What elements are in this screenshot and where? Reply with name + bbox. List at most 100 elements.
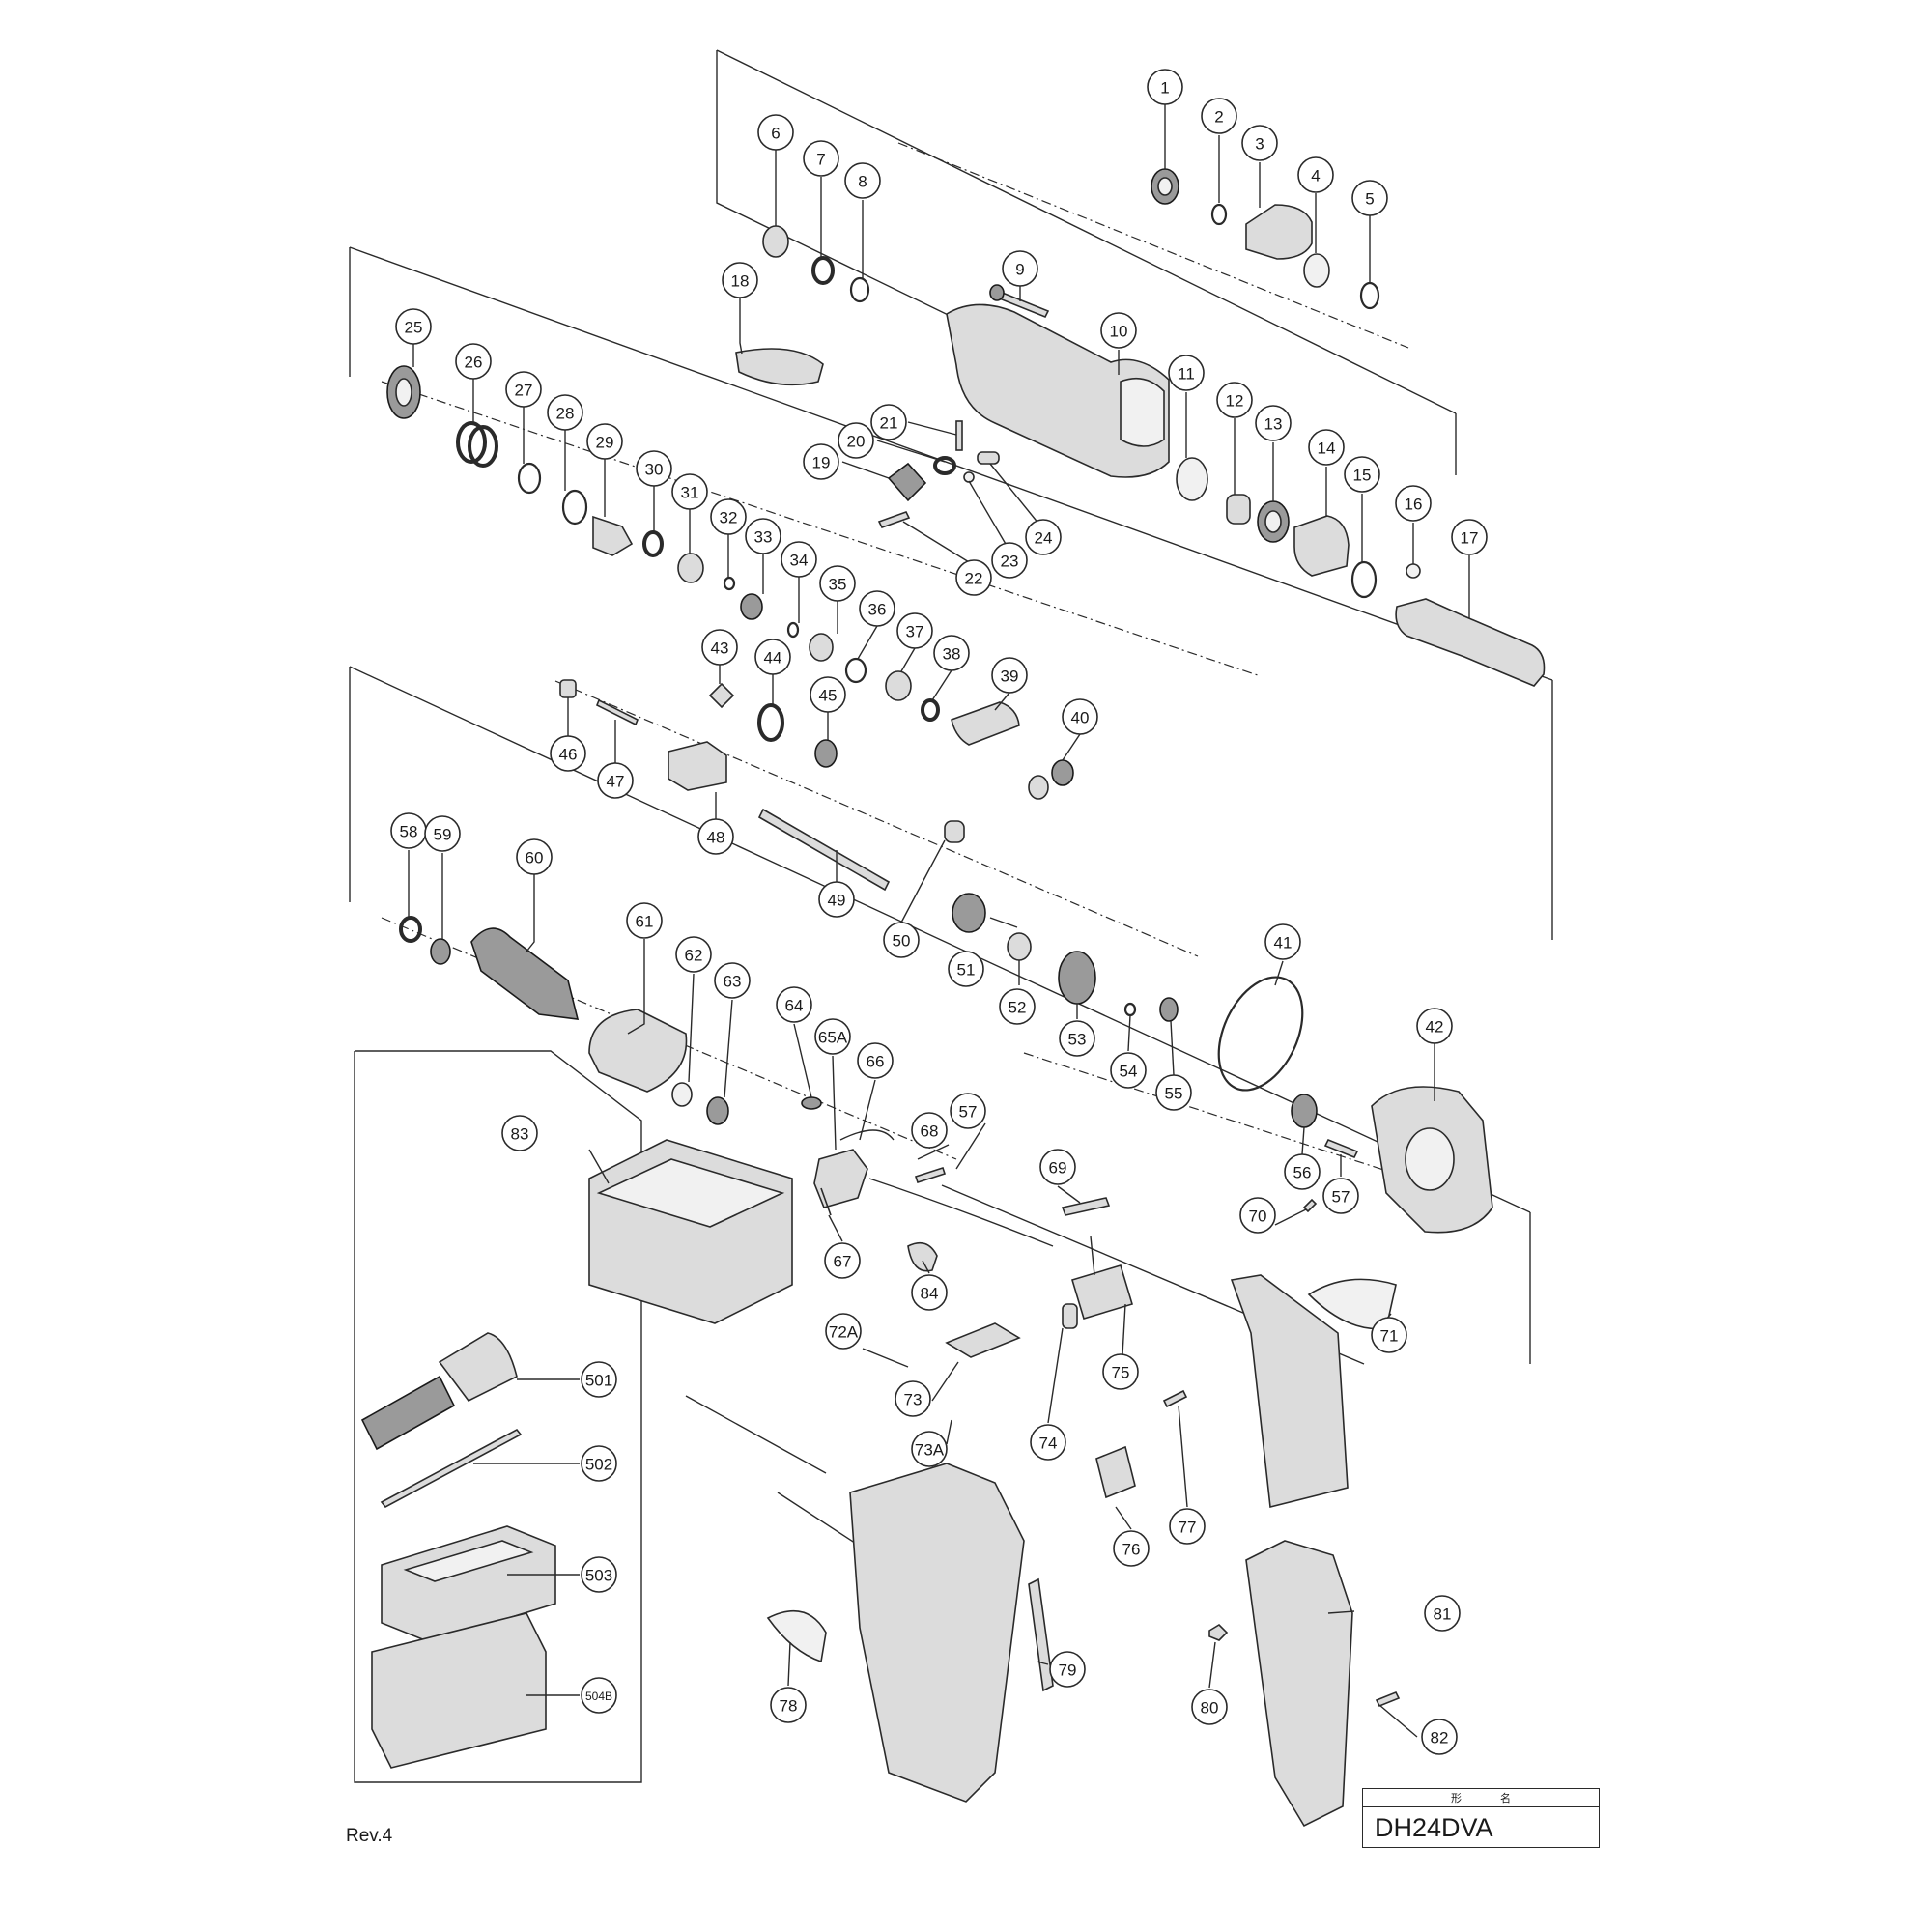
part-43 <box>708 682 735 709</box>
callout-circle <box>1113 1530 1150 1567</box>
callout-circle <box>844 162 881 199</box>
callout-number: 20 <box>847 433 866 451</box>
callout-circle <box>1062 698 1098 735</box>
callout-number: 8 <box>858 173 867 191</box>
callout-78: 78 <box>770 1687 807 1723</box>
screw-part-57a <box>914 1166 947 1184</box>
callout-number: 37 <box>906 623 924 641</box>
nut-part-80 <box>1208 1623 1229 1641</box>
callout-number: 66 <box>867 1053 885 1071</box>
knob-part-19 <box>887 462 927 502</box>
callout-7: 7 <box>803 140 839 177</box>
callout-53: 53 <box>1059 1020 1095 1057</box>
callout-504B: 504B <box>581 1677 617 1714</box>
handle-cover-part-72 <box>1230 1274 1349 1508</box>
leader-lines <box>408 104 1470 1738</box>
callout-circle <box>870 404 907 440</box>
callout-56: 56 <box>1284 1153 1321 1190</box>
callout-44: 44 <box>754 639 791 675</box>
callout-circle <box>819 565 856 602</box>
callout-35: 35 <box>819 565 856 602</box>
pin-part-50 <box>944 820 965 843</box>
callout-number: 22 <box>965 570 983 588</box>
callout-501: 501 <box>581 1361 617 1398</box>
callout-number: 53 <box>1068 1031 1087 1049</box>
spring-part-64 <box>801 1096 822 1110</box>
callout-number: 69 <box>1049 1159 1067 1178</box>
callout-number: 48 <box>707 829 725 847</box>
callout-72A: 72A <box>825 1313 862 1350</box>
callout-57a: 57 <box>950 1093 986 1129</box>
callout-circle <box>991 657 1028 694</box>
callout-circle <box>1421 1719 1458 1755</box>
callout-number: 502 <box>585 1456 612 1474</box>
screw-part-22 <box>877 511 911 528</box>
callout-circle <box>1100 312 1137 349</box>
washer-part-32 <box>723 576 736 591</box>
callout-47: 47 <box>597 762 634 799</box>
callout-19: 19 <box>803 443 839 480</box>
callout-number: 81 <box>1434 1605 1452 1624</box>
callout-number: 501 <box>585 1372 612 1390</box>
callout-number: 78 <box>780 1697 798 1716</box>
callout-48: 48 <box>697 818 734 855</box>
callout-79: 79 <box>1049 1651 1086 1688</box>
grip-part-81 <box>1245 1540 1353 1828</box>
callout-circle <box>1297 156 1334 193</box>
callout-43: 43 <box>701 629 738 666</box>
part-35 <box>809 633 834 662</box>
callout-25: 25 <box>395 308 432 345</box>
cover-part-78 <box>766 1609 827 1663</box>
callout-502: 502 <box>581 1445 617 1482</box>
callout-number: 21 <box>880 414 898 433</box>
callout-37: 37 <box>896 612 933 649</box>
callout-number: 73A <box>915 1441 945 1460</box>
callout-circle <box>1322 1178 1359 1214</box>
callout-number: 72A <box>829 1323 859 1342</box>
callout-number: 39 <box>1001 668 1019 686</box>
gear-part-53 <box>1058 951 1096 1005</box>
callout-57b: 57 <box>1322 1178 1359 1214</box>
callout-circle <box>948 951 984 987</box>
cylinder-part-39 <box>951 701 1020 746</box>
callout-number: 40 <box>1071 709 1090 727</box>
callout-number: 503 <box>585 1567 612 1585</box>
callout-number: 30 <box>645 461 664 479</box>
callout-circle <box>825 1313 862 1350</box>
callout-number: 12 <box>1226 392 1244 411</box>
callout-80: 80 <box>1191 1689 1228 1725</box>
callout-number: 77 <box>1179 1519 1197 1537</box>
callout-33: 33 <box>745 518 781 554</box>
callout-number: 79 <box>1059 1662 1077 1680</box>
case-part-504B <box>371 1612 547 1769</box>
callout-number: 5 <box>1365 190 1374 209</box>
washer-part-54 <box>1123 1002 1137 1017</box>
callout-4: 4 <box>1297 156 1334 193</box>
callout-51: 51 <box>948 951 984 987</box>
callout-number: 58 <box>400 823 418 841</box>
callout-circle <box>911 1431 948 1467</box>
callout-2: 2 <box>1201 98 1237 134</box>
group-boundaries <box>349 49 1553 1783</box>
callout-82: 82 <box>1421 1719 1458 1755</box>
callout-circle <box>1255 405 1292 441</box>
callout-number: 24 <box>1035 529 1053 548</box>
ring-part-7 <box>811 256 835 285</box>
callout-circle <box>597 762 634 799</box>
striker-part-29 <box>592 515 634 556</box>
model-header-left: 形 <box>1451 1793 1462 1804</box>
revision-label: Rev.4 <box>346 1826 393 1846</box>
callout-circle <box>911 1112 948 1149</box>
part-37 <box>885 670 912 701</box>
side-handle-part-501 <box>360 1375 456 1451</box>
callout-circle <box>1110 1052 1147 1089</box>
spring-part-6 <box>762 225 789 258</box>
callout-circle <box>1039 1149 1076 1185</box>
callout-circle <box>1102 1353 1139 1390</box>
callout-76: 76 <box>1113 1530 1150 1567</box>
callout-circle <box>626 902 663 939</box>
pin-part-69 <box>1061 1197 1111 1216</box>
callout-circle <box>1424 1595 1461 1632</box>
model-name: DH24DVA <box>1375 1813 1493 1842</box>
callout-circle <box>955 559 992 596</box>
